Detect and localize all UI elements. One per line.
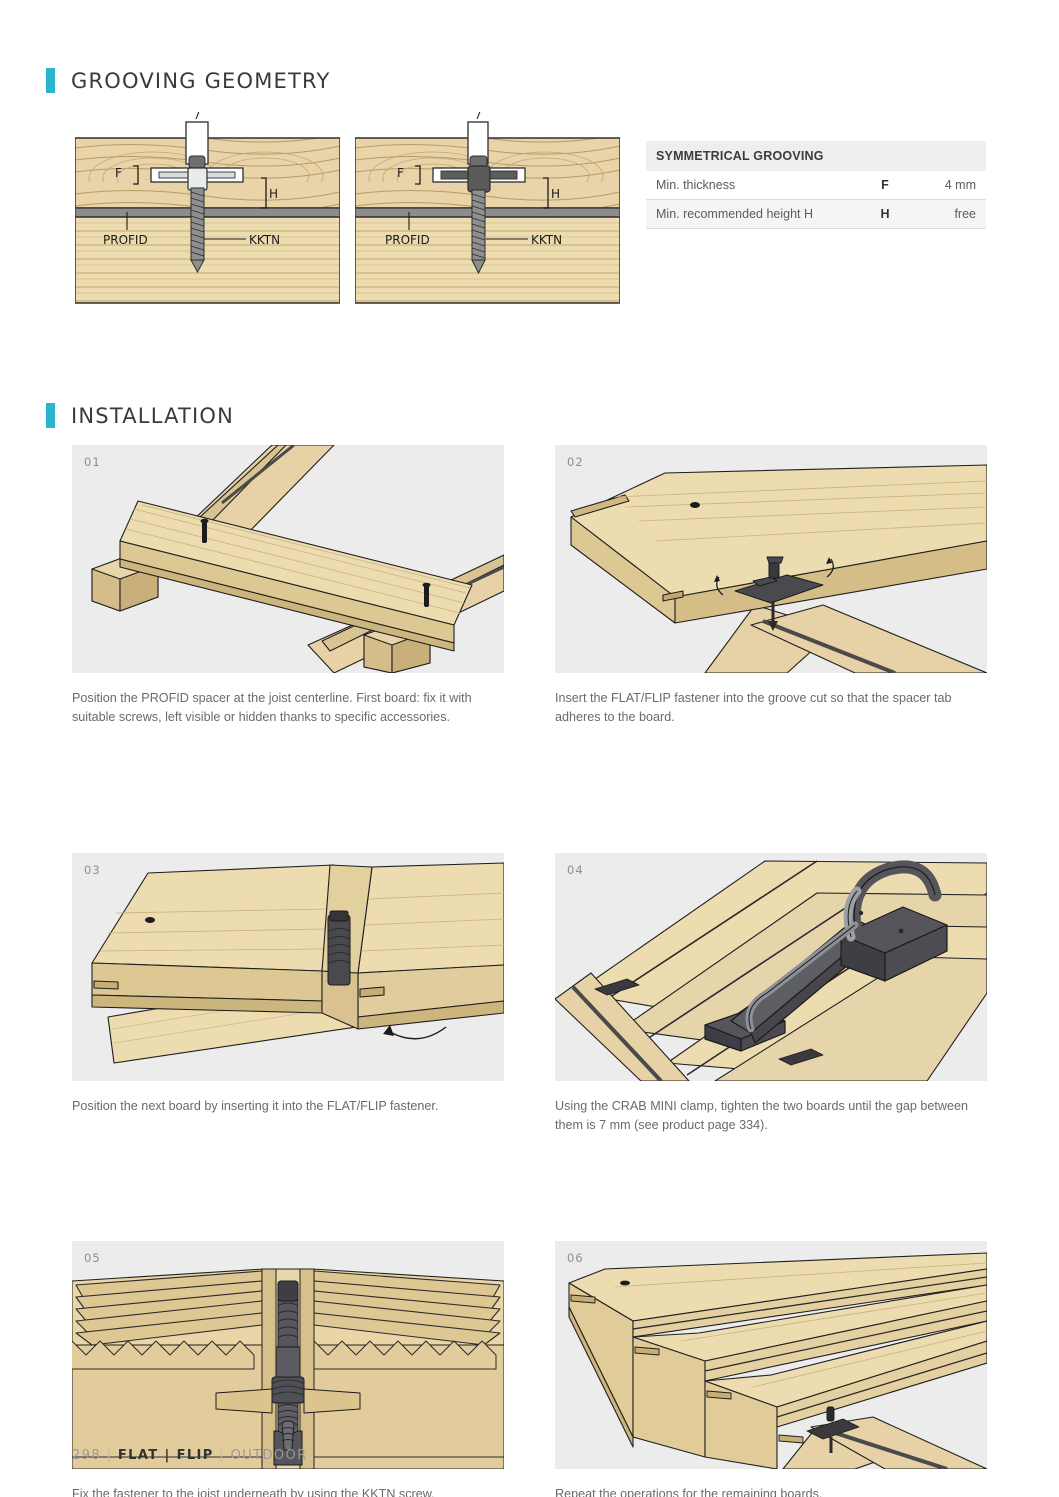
step-02: 02 <box>555 445 987 727</box>
step-row: 03 <box>72 852 987 1135</box>
step-image-05: 05 <box>72 1240 504 1469</box>
step-image-06: 06 <box>555 1240 987 1469</box>
step-caption: Using the CRAB MINI clamp, tighten the t… <box>555 1098 969 1132</box>
footer-product: FLAT | FLIP <box>117 1448 214 1463</box>
step-caption: Position the next board by inserting it … <box>72 1098 439 1113</box>
row-label: Min. recommended height H <box>656 207 814 221</box>
svg-text:PROFID: PROFID <box>103 233 148 247</box>
row-value: free <box>954 207 976 221</box>
grooving-diagram-svg: 7 F H PROFID <box>75 112 340 304</box>
section-title-installation: INSTALLATION <box>71 403 235 428</box>
accent-bar-icon <box>46 403 55 428</box>
svg-text:F: F <box>397 166 404 180</box>
row-spacer <box>72 727 987 853</box>
svg-text:KKTN: KKTN <box>531 233 562 247</box>
step-06: 06 <box>555 1240 987 1497</box>
svg-text:H: H <box>551 187 560 201</box>
svg-text:7: 7 <box>475 112 482 122</box>
step-number: 02 <box>567 455 584 469</box>
step-image-03: 03 <box>72 852 504 1081</box>
section-header-grooving: GROOVING GEOMETRY <box>46 68 331 93</box>
symmetrical-grooving-table: SYMMETRICAL GROOVING Min. thickness F 4 … <box>646 141 986 229</box>
page-footer: 298 | FLAT | FLIP | OUTDOOR <box>72 1448 308 1463</box>
step-number: 04 <box>567 862 584 877</box>
svg-text:F: F <box>115 166 122 180</box>
footer-category: OUTDOOR <box>230 1448 308 1463</box>
row-value: 4 mm <box>944 178 976 192</box>
step-row: 05 <box>72 1240 987 1497</box>
step-number: 06 <box>567 1250 584 1265</box>
step-image-01: 01 <box>72 445 504 673</box>
step-caption: Fix the fastener to the joist underneath… <box>72 1486 435 1497</box>
step-caption: Repeat the operations for the remaining … <box>555 1486 823 1497</box>
grooving-figure-right: 7 F H PROFID KKTN <box>355 112 620 304</box>
step-04: 04 <box>555 852 987 1135</box>
svg-text:H: H <box>269 187 278 201</box>
illustration-board-on-joists <box>72 445 504 673</box>
illustration-insert-fastener <box>555 445 987 673</box>
step-caption: Position the PROFID spacer at the joist … <box>72 691 472 724</box>
illustration-repeat-boards <box>555 1240 987 1469</box>
step-number: 03 <box>84 862 101 877</box>
row-label: Min. thickness <box>656 178 736 192</box>
footer-separator-2: | <box>219 1448 226 1463</box>
step-row: 01 <box>72 445 987 727</box>
footer-separator-1: | <box>106 1448 113 1463</box>
accent-bar-icon <box>46 68 55 93</box>
svg-text:PROFID: PROFID <box>385 233 430 247</box>
section-header-installation: INSTALLATION <box>46 403 234 428</box>
step-caption: Insert the FLAT/FLIP fastener into the g… <box>555 691 952 724</box>
illustration-position-next-board <box>72 852 504 1081</box>
grooving-figure-left: 7 F H PROFID <box>75 112 340 304</box>
step-05: 05 <box>72 1240 504 1497</box>
step-03: 03 <box>72 852 504 1135</box>
row-symbol: F <box>881 178 889 192</box>
step-image-04: 04 <box>555 852 987 1081</box>
row-spacer <box>72 1135 987 1241</box>
step-01: 01 <box>72 445 504 727</box>
illustration-crab-mini-clamp <box>555 852 987 1081</box>
footer-page-number: 298 <box>72 1448 102 1463</box>
svg-text:7: 7 <box>194 112 201 122</box>
grooving-diagram-svg: 7 F H PROFID KKTN <box>355 112 620 304</box>
step-number: 01 <box>84 455 101 469</box>
svg-text:KKTN: KKTN <box>249 233 280 247</box>
illustration-cross-section-kktn <box>72 1240 504 1469</box>
step-image-02: 02 <box>555 445 987 673</box>
row-symbol: H <box>880 207 890 221</box>
table-header: SYMMETRICAL GROOVING <box>646 141 986 171</box>
table-row: Min. recommended height H H free <box>646 200 986 229</box>
step-number: 05 <box>84 1250 101 1265</box>
installation-steps: 01 <box>72 445 987 1497</box>
table-row: Min. thickness F 4 mm <box>646 171 986 200</box>
page-title: GROOVING GEOMETRY <box>71 68 331 93</box>
